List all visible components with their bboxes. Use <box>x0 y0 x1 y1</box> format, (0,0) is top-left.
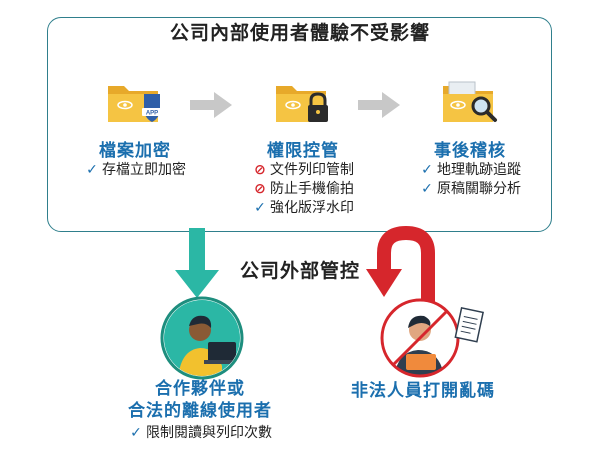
step-item-text: 強化版浮水印 <box>270 200 354 216</box>
locked-folder-icon <box>276 86 328 122</box>
step-encrypt: APP 檔案加密 ✓存檔立即加密 <box>50 72 220 180</box>
check-icon: ✓ <box>421 162 433 178</box>
step-item-text: 存檔立即加密 <box>102 162 186 178</box>
step-item: ⊘防止手機偷拍 <box>218 180 388 199</box>
step-item: ✓地理軌跡追蹤 <box>385 161 555 180</box>
step-item-text: 文件列印管制 <box>270 162 354 178</box>
partner-item-text: 限制閱讀與列印次數 <box>146 425 272 441</box>
step-item-text: 防止手機偷拍 <box>270 181 354 197</box>
internal-panel <box>47 17 552 232</box>
step-title: 檔案加密 <box>99 141 171 161</box>
check-icon: ✓ <box>254 200 266 216</box>
check-icon: ✓ <box>130 425 142 441</box>
partner-title: 合作夥伴或 合法的離線使用者 <box>100 378 300 422</box>
search-folder-icon <box>443 81 497 122</box>
illegal-user-avatar <box>380 298 484 378</box>
prohibit-icon: ⊘ <box>254 181 266 197</box>
step-title: 事後稽核 <box>434 141 506 161</box>
partner-avatar <box>160 296 244 380</box>
arrow-right-icon <box>190 92 232 118</box>
partner-item: ✓限制閱讀與列印次數 <box>100 424 300 443</box>
step-item: ✓原稿關聯分析 <box>385 180 555 199</box>
external-control-label: 公司外部管控 <box>239 260 360 282</box>
step-item: ⊘文件列印管制 <box>218 161 388 180</box>
partner-title-line2: 合法的離線使用者 <box>128 401 272 421</box>
step-item-text: 原稿關聯分析 <box>437 181 521 197</box>
step-item: ✓存檔立即加密 <box>50 161 220 180</box>
prohibit-icon: ⊘ <box>254 162 266 178</box>
check-icon: ✓ <box>86 162 98 178</box>
arrow-right-icon <box>358 92 400 118</box>
step-permission: 權限控管 ⊘文件列印管制 ⊘防止手機偷拍 ✓強化版浮水印 <box>218 72 388 218</box>
step-title: 權限控管 <box>267 141 339 161</box>
illegal-title: 非法人員打開亂碼 <box>351 381 495 401</box>
step-audit: 事後稽核 ✓地理軌跡追蹤 ✓原稿關聯分析 <box>385 72 555 199</box>
panel-title: 公司內部使用者體驗不受影響 <box>169 22 430 44</box>
step-item: ✓強化版浮水印 <box>218 199 388 218</box>
u-turn-arrow-icon <box>366 225 435 305</box>
check-icon: ✓ <box>421 181 433 197</box>
svg-text:APP: APP <box>146 111 158 117</box>
step-item-text: 地理軌跡追蹤 <box>437 162 521 178</box>
arrow-down-icon <box>175 228 219 298</box>
encrypted-folder-icon: APP <box>108 86 162 122</box>
partner-title-line1: 合作夥伴或 <box>155 379 245 399</box>
